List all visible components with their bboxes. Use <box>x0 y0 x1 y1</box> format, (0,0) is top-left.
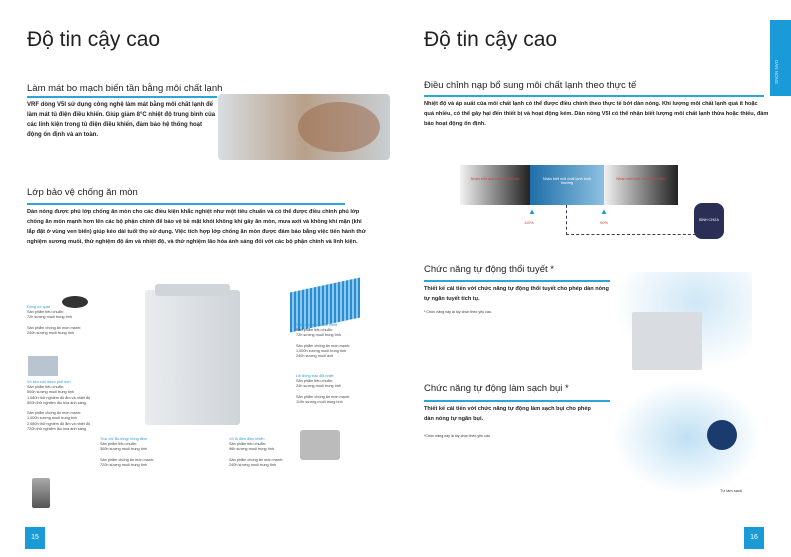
caption-line: 110h sương muối trung tính <box>296 400 343 405</box>
footnote: * Chức năng này là tùy chọn theo yêu cầu… <box>424 310 492 314</box>
gauge-normal: Nhận biết môi chất lạnh bình thường <box>530 165 604 205</box>
divider <box>424 95 764 97</box>
mark-90: 90% <box>600 220 609 225</box>
caption-line: 240h sương muối trung tính <box>229 463 277 468</box>
inverter-cooling-image <box>218 94 390 160</box>
gauge-excess: Nhận biết môi chất lạnh thừa <box>460 165 530 205</box>
divider <box>27 203 345 205</box>
caption-title: Vỏ kim loại được phủ sơn <box>27 380 71 384</box>
caption-line: 2,080h thử nghiệm độ ẩm và nhiệt độ <box>27 421 91 426</box>
caption-line: Sản phẩm tiêu chuẩn: <box>27 385 64 390</box>
caption-title: Động cơ quạt <box>27 305 50 309</box>
outdoor-unit-image <box>145 284 240 425</box>
section-body: Thiết kế cải tiến với chức năng tự động … <box>424 406 591 422</box>
metal-casing-image <box>28 356 58 376</box>
section-body: VRF dòng V5I sử dụng công nghệ làm mát b… <box>27 102 216 138</box>
caption-title: Vỏ tủ điện điều khiển <box>229 437 265 441</box>
caption-line: 72h sương muối trung tính <box>27 315 72 320</box>
divider <box>27 96 217 98</box>
dust-clean-image <box>612 380 762 495</box>
gauge-excess-label: Nhận biết môi chất lạnh thừa <box>470 177 520 181</box>
section-body: Nhiệt độ và áp suất của môi chất lạnh có… <box>424 101 769 127</box>
caption-line: 720h sương muối trung tính <box>100 463 148 468</box>
section-body: Thiết kế cải tiến với chức năng tự động … <box>424 286 609 302</box>
caption-line: Sản phẩm chống ăn mòn mạnh: <box>27 325 82 330</box>
caption-title: Tấm nhôm trao đổi nhiệt <box>296 323 338 327</box>
caption-title: Trục vít/ Bu-lông/ Vòng đệm <box>100 437 148 441</box>
caption-line: 500h sương muối trung tính <box>27 390 75 395</box>
caption-line: Sản phẩm chống ăn mòn mạnh: <box>27 411 82 416</box>
caption-line: Sản phẩm tiêu chuẩn: <box>229 442 266 447</box>
caption-title: Lõi đồng trao đổi nhiệt <box>296 374 334 378</box>
caption-line: Sản phẩm tiêu chuẩn: <box>296 379 333 384</box>
divider <box>424 400 610 402</box>
receiver-tank-icon: BÌNH CHỨA <box>694 203 724 239</box>
caption-line: 240h sương muối trung tính <box>27 331 75 336</box>
dashed-connector <box>566 205 696 235</box>
footnote: *Chức năng này là tùy chọn theo yêu cầu. <box>424 434 491 438</box>
caption-line: 240h sương muối axit <box>296 354 333 359</box>
fan-guard <box>155 284 230 296</box>
caption-line: 1,000h sương muối trung tính <box>296 349 347 354</box>
divider <box>424 280 610 282</box>
mark-110: 110% <box>524 220 534 225</box>
section-heading: Làm mát bo mạch biến tần bằng môi chất l… <box>27 83 223 94</box>
section-body: Dàn nóng được phủ lớp chống ăn mòn cho c… <box>27 209 366 245</box>
caption-line: 96h sương muối trung tính <box>229 447 274 452</box>
caption-line: 72h sương muối trung tính <box>296 333 341 338</box>
section-heading: Chức năng tự động làm sạch bụi * <box>424 383 569 394</box>
control-box-image <box>300 430 340 460</box>
section-heading: Điều chỉnh nạp bổ sung môi chất lạnh the… <box>424 80 637 91</box>
side-tab-label: DÀN NÓNG <box>774 60 779 85</box>
section-heading: Chức năng tự động thổi tuyết * <box>424 264 554 275</box>
right-page-title: Độ tin cậy cao <box>424 28 558 51</box>
caption-line: 720h thử nghiệm lão hóa ánh sáng <box>27 426 86 431</box>
gauge-normal-label: Nhận biết môi chất lạnh bình thường <box>542 177 592 185</box>
caption-line: Sản phẩm tiêu chuẩn: <box>100 442 137 447</box>
caption-line: Sản phẩm chống ăn mòn mạnh: <box>100 457 155 462</box>
arrow-up-icon: ▲ <box>528 207 536 216</box>
caption-line: Sản phẩm tiêu chuẩn: <box>27 310 64 315</box>
caption-line: Sản phẩm chống ăn mòn mạnh: <box>296 343 351 348</box>
left-page-title: Độ tin cậy cao <box>27 28 161 51</box>
arrow-up-icon: ▲ <box>600 207 608 216</box>
caption-line: 24h sương muối trung tính <box>296 384 341 389</box>
section-heading: Lớp bảo vệ chống ăn mòn <box>27 187 138 198</box>
caption-line: 1,080h thử nghiệm độ ẩm và nhiệt độ <box>27 395 91 400</box>
bolt-image <box>32 478 50 508</box>
tank-label: BÌNH CHỨA <box>699 218 719 222</box>
page-number: 16 <box>744 527 764 549</box>
caption-line: 500h thử nghiệm lão hóa ánh sáng <box>27 400 86 405</box>
image-label: Tự làm sạch <box>720 488 743 493</box>
copper-pipe-image <box>298 102 380 152</box>
gauge-shortage: Nhận biết môi chất lạnh thiếu <box>604 165 678 205</box>
caption-line: Sản phẩm tiêu chuẩn: <box>296 328 333 333</box>
fan-motor-image <box>62 296 88 308</box>
caption-line: 1,000h sương muối trung tính <box>27 416 78 421</box>
page-number: 15 <box>25 527 45 549</box>
side-tab: DÀN NÓNG <box>770 20 791 96</box>
snow-blow-image <box>612 272 752 372</box>
caption-line: 300h sương muối trung tính <box>100 447 148 452</box>
caption-line: Sản phẩm chống ăn mòn mạnh: <box>229 457 284 462</box>
gauge-shortage-label: Nhận biết môi chất lạnh thiếu <box>616 177 666 181</box>
caption-line: Sản phẩm chống ăn mòn mạnh: <box>296 394 351 399</box>
